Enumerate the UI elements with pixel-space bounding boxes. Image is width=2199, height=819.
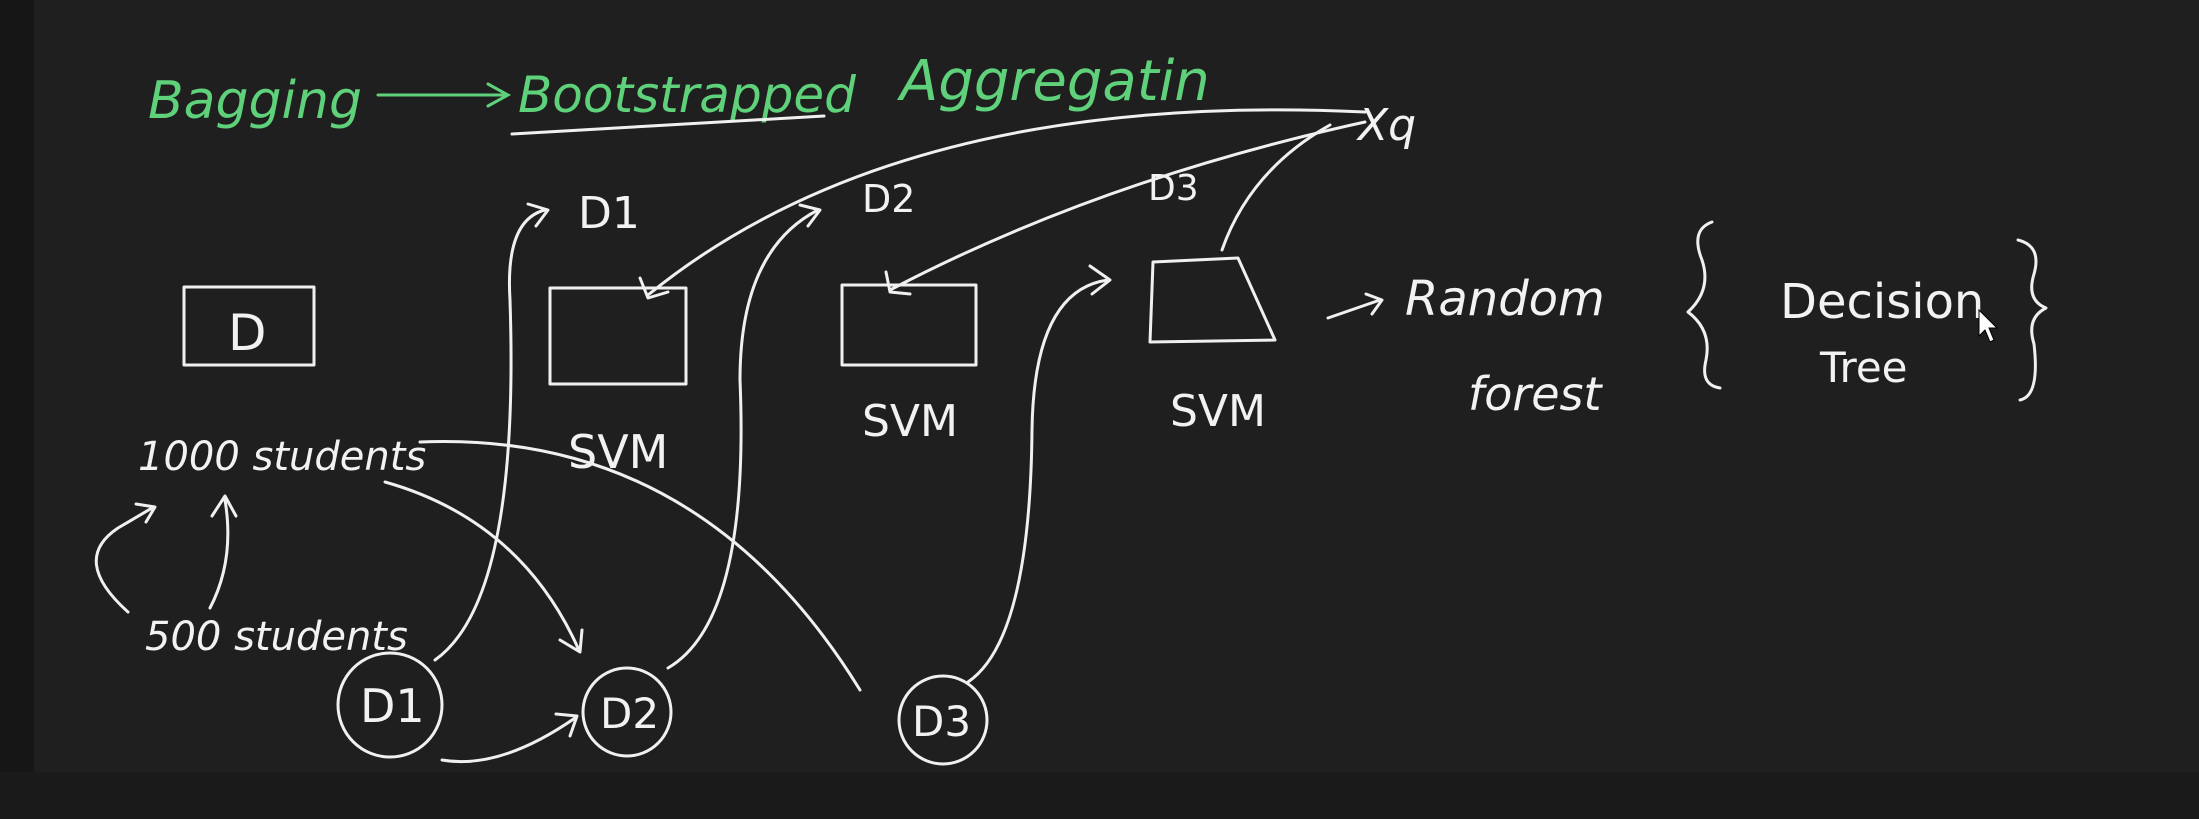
svm-box-2 xyxy=(840,283,978,367)
random-forest-line2: forest xyxy=(1468,367,1604,421)
title-arrow xyxy=(376,82,512,108)
left-brace xyxy=(1686,220,1722,390)
dataset-count: 1000 students xyxy=(138,434,426,480)
d3-to-subset-arrow xyxy=(966,264,1112,684)
dataset-to-d2-arrow xyxy=(383,480,584,654)
random-forest-arrow xyxy=(1326,292,1384,320)
random-forest-line1: Random xyxy=(1405,271,1605,327)
bootstrapped-underline xyxy=(510,114,826,136)
d1-to-subset-arrow xyxy=(433,202,550,662)
svm-label-3: SVM xyxy=(1170,386,1266,437)
sample-label-d3: D3 xyxy=(912,697,971,746)
right-brace xyxy=(2016,238,2048,402)
sample-circle-d2 xyxy=(581,666,673,758)
sample-label-d2: D2 xyxy=(600,689,659,738)
subset-label-d2: D2 xyxy=(862,177,915,221)
mouse-cursor-icon xyxy=(1978,308,1999,343)
svm-label-1: SVM xyxy=(568,425,668,479)
xq-arrow-svm2 xyxy=(884,120,1367,296)
sample-circle-d3 xyxy=(897,674,989,766)
rf-inner-line1: Decision xyxy=(1780,274,1984,330)
sample-up-arrow xyxy=(208,494,238,610)
subset-label-d1: D1 xyxy=(578,188,640,239)
sample-loop-arrow xyxy=(94,502,157,614)
query-label: Xq xyxy=(1356,100,1416,151)
left-edge-strip xyxy=(0,0,34,819)
title-bagging: Bagging xyxy=(148,71,362,131)
rf-inner-line2: Tree xyxy=(1819,343,1908,392)
dataset-to-d3-line xyxy=(418,439,862,692)
svm-label-2: SVM xyxy=(862,396,958,447)
dataset-box xyxy=(182,285,316,367)
dataset-label: D xyxy=(228,304,267,362)
sample-label-d1: D1 xyxy=(360,679,425,733)
xq-line-svm3 xyxy=(1220,123,1332,252)
bottom-edge-strip xyxy=(0,772,2199,819)
title-aggregation: Aggregatin xyxy=(897,49,1210,114)
d1-to-d2-arrow xyxy=(440,712,579,764)
svm-box-3 xyxy=(1148,256,1277,344)
sample-count: 500 students xyxy=(145,614,408,660)
subset-label-d3: D3 xyxy=(1148,168,1199,209)
sample-circle-d1 xyxy=(336,651,444,759)
title-bootstrapped: Bootstrapped xyxy=(518,66,856,124)
svm-box-1 xyxy=(548,286,688,386)
d2-to-subset-arrow xyxy=(666,203,822,670)
xq-arrow-svm1 xyxy=(638,108,1367,300)
